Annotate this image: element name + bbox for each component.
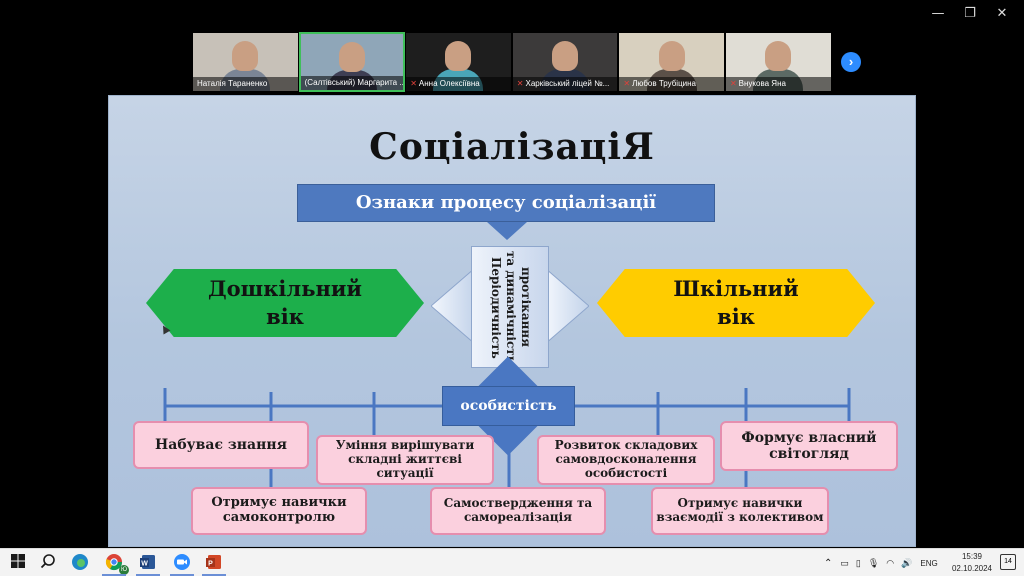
svg-text:P: P [208, 561, 213, 568]
minimize-button[interactable]: — [931, 6, 945, 21]
chrome-profile-badge: Ю [119, 565, 129, 575]
close-button[interactable]: ✕ [996, 6, 1008, 21]
participant-name-text: Любов Трубіцина [632, 79, 696, 88]
signs-banner: Ознаки процесу соціалізації [297, 184, 715, 222]
item-self-improvement: Розвиток складових самовдосконалення осо… [537, 435, 715, 485]
zoom-icon[interactable] [172, 553, 192, 573]
battery-icon[interactable]: ▭ [840, 557, 849, 568]
participant-tile[interactable]: Наталія Тараненко [192, 32, 299, 92]
window-controls: — ❐ ✕ [922, 4, 1018, 24]
system-tray: ⌃ ▭ ▯ 🎙 ◠ 🔊 ENG [824, 549, 938, 576]
down-arrow-icon [487, 222, 527, 240]
school-age-line1: Шкільний [673, 276, 799, 301]
microphone-icon[interactable]: 🎙 [867, 557, 880, 568]
participant-name-text: Наталія Тараненко [197, 79, 268, 88]
chevron-up-icon[interactable]: ⌃ [824, 557, 833, 569]
participant-tile[interactable]: (Салтівський) Маргарита ... [298, 32, 406, 92]
device-icon[interactable]: ▯ [855, 557, 861, 568]
shared-slide: СоціалізаціЯ Ознаки процесу соціалізації… [108, 95, 916, 547]
participant-head [445, 41, 472, 71]
participant-name-text: Харківський ліцей №... [525, 79, 610, 88]
clock[interactable]: 15:39 02.10.2024 [952, 551, 992, 575]
participant-name: ✕Внукова Яна [725, 77, 831, 91]
participant-name-text: Анна Олексіївна [418, 79, 480, 88]
taskbar: Ю W P ⌃ ▭ ▯ 🎙 ◠ 🔊 ENG 15:39 02.10.2024 1… [0, 548, 1024, 576]
school-age-hexagon: Шкільний вік [597, 269, 875, 337]
clock-time: 15:39 [961, 552, 982, 561]
chrome-active-indicator [102, 574, 126, 576]
powerpoint-icon[interactable]: P [204, 553, 224, 573]
participant-name: ✕Любов Трубіцина [619, 77, 724, 91]
participant-name: (Салтівський) Маргарита ... [300, 76, 404, 90]
participant-tile[interactable]: ✕Внукова Яна [724, 32, 832, 92]
next-participants-button[interactable]: › [841, 52, 861, 72]
participants-strip: Наталія Тараненко (Салтівський) Маргарита… [192, 32, 832, 92]
participant-name: ✕Анна Олексіївна [406, 77, 511, 91]
clock-date: 02.10.2024 [951, 564, 992, 573]
preschool-age-line1: Дошкільний [208, 276, 362, 301]
wifi-icon[interactable]: ◠ [886, 557, 895, 568]
preschool-age-hexagon: Дошкільний вік [146, 269, 424, 337]
participant-name: Наталія Тараненко [193, 77, 298, 91]
restore-button[interactable]: ❐ [964, 6, 976, 21]
chrome-icon[interactable]: Ю [104, 553, 129, 575]
notifications-button[interactable]: 14 [1000, 554, 1016, 570]
muted-mic-icon: ✕ [410, 79, 417, 88]
item-interaction: Отримує навички взаємодії з колективом [651, 487, 829, 535]
features-label: особистість [442, 386, 575, 426]
participant-head [338, 42, 365, 72]
powerpoint-active-indicator [202, 574, 226, 576]
windows-icon[interactable] [8, 553, 28, 573]
preschool-age-line2: вік [266, 304, 304, 329]
muted-mic-icon: ✕ [623, 79, 631, 88]
participant-tile[interactable]: ✕Анна Олексіївна [405, 32, 512, 92]
participant-tile[interactable]: ✕Любов Трубіцина [618, 32, 725, 92]
word-active-indicator [136, 574, 160, 576]
participant-name: ✕Харківський ліцей №... [512, 77, 618, 91]
item-solve-situations: Уміння вирішувати складні життєві ситуац… [316, 435, 494, 485]
muted-mic-icon: ✕ [516, 79, 524, 88]
search-icon[interactable] [38, 553, 58, 573]
volume-icon[interactable]: 🔊 [901, 557, 913, 568]
item-self-realization: Самоствердження та самореалізація [430, 487, 606, 535]
participant-head [552, 41, 579, 71]
participant-head [658, 41, 685, 71]
language-indicator[interactable]: ENG [920, 558, 938, 568]
participant-name-text: Внукова Яна [738, 79, 786, 88]
slide-title: СоціалізаціЯ [369, 126, 655, 168]
participant-name-text: (Салтівський) Маргарита ... [304, 78, 404, 87]
edge-icon[interactable] [70, 553, 90, 573]
muted-mic-icon: ✕ [729, 79, 737, 88]
center-label-box [471, 246, 549, 368]
zoom-active-indicator [170, 574, 194, 576]
item-gains-knowledge: Набуває знання [133, 421, 309, 469]
school-age-line2: вік [717, 304, 755, 329]
word-icon[interactable]: W [138, 553, 158, 573]
participant-head [765, 41, 792, 71]
item-worldview: Формує власний світогляд [720, 421, 898, 471]
connector-lines [163, 388, 851, 488]
item-self-control: Отримує навички самоконтролю [191, 487, 367, 535]
participant-tile[interactable]: ✕Харківський ліцей №... [511, 32, 619, 92]
participant-head [232, 41, 259, 71]
svg-text:W: W [141, 561, 148, 568]
